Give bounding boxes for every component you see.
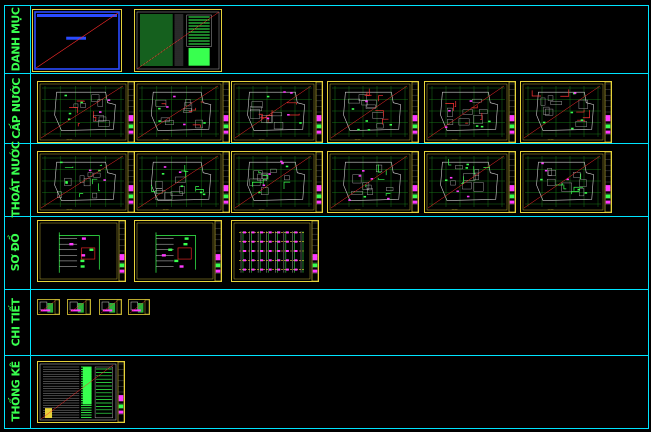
category-label-text: DANH MỤC — [9, 7, 23, 71]
sheet-thumbnail-plan: —— — [37, 151, 135, 213]
svg-text:——: —— — [355, 137, 361, 141]
svg-text:——: —— — [163, 137, 169, 141]
svg-text:——: —— — [259, 207, 265, 211]
svg-text:——: —— — [163, 207, 169, 211]
sheet-thumbnail-cover — [32, 9, 122, 72]
drawing-sheet-thong-ke-1[interactable] — [37, 361, 125, 423]
drawing-sheet-thoat-nuoc-2[interactable]: —— — [134, 151, 230, 213]
svg-text:——: —— — [66, 137, 72, 141]
drawing-sheet-cap-nuoc-3[interactable]: —— — [231, 81, 323, 143]
category-label-text: CẤP NƯỚC — [9, 77, 23, 139]
sheet-thumbnail-detail — [128, 299, 150, 315]
category-label-cap-nuoc: CẤP NƯỚC — [5, 73, 27, 143]
sheet-thumbnail-plan: —— — [37, 81, 135, 143]
drawing-sheet-thoat-nuoc-4[interactable]: —— — [327, 151, 419, 213]
svg-text:——: —— — [452, 137, 458, 141]
drawing-sheet-chi-tiet-2[interactable] — [67, 299, 91, 315]
drawing-sheet-cap-nuoc-4[interactable]: —— — [327, 81, 419, 143]
sheet-thumbnail-plan: —— — [231, 151, 323, 213]
sheet-thumbnail-detail — [37, 299, 60, 315]
sheet-thumbnail-plan: —— — [520, 81, 612, 143]
sheet-thumbnail-detail — [99, 299, 122, 315]
category-label-text: THỐNG KÊ — [9, 361, 23, 422]
category-label-danh-muc: DANH MỤC — [5, 5, 27, 73]
drawing-sheet-cap-nuoc-2[interactable]: —— — [134, 81, 230, 143]
sheet-thumbnail-detail — [67, 299, 91, 315]
category-label-text: SƠ ĐỒ — [9, 233, 23, 272]
sheet-thumbnail-plan: —— — [327, 151, 419, 213]
category-grid-frame — [4, 5, 649, 429]
sheet-thumbnail-diagram — [37, 220, 126, 282]
drawing-sheet-danh-muc-2[interactable] — [134, 9, 222, 72]
drawing-sheet-thoat-nuoc-3[interactable]: —— — [231, 151, 323, 213]
sheet-thumbnail-plan: —— — [327, 81, 419, 143]
drawing-sheet-chi-tiet-4[interactable] — [128, 299, 150, 315]
drawing-sheet-cap-nuoc-1[interactable]: —— — [37, 81, 135, 143]
drawing-sheet-thoat-nuoc-5[interactable]: —— — [424, 151, 516, 213]
category-label-thong-ke: THỐNG KÊ — [5, 355, 27, 428]
svg-text:——: —— — [66, 207, 72, 211]
drawing-sheet-cap-nuoc-5[interactable]: —— — [424, 81, 516, 143]
sheet-thumbnail-plan: —— — [520, 151, 612, 213]
category-label-thoat-nuoc: THOÁT NƯỚC — [5, 141, 27, 218]
sheet-thumbnail-plan: —— — [424, 151, 516, 213]
drawing-sheet-thoat-nuoc-6[interactable]: —— — [520, 151, 612, 213]
drawing-sheet-chi-tiet-1[interactable] — [37, 299, 60, 315]
drawing-sheet-thoat-nuoc-1[interactable]: —— — [37, 151, 135, 213]
sheet-thumbnail-plan: —— — [231, 81, 323, 143]
sheet-thumbnail-plan: —— — [424, 81, 516, 143]
sheet-thumbnail-plan: —— — [134, 81, 230, 143]
drawing-sheet-so-do-3[interactable] — [231, 220, 319, 282]
category-label-text: THOÁT NƯỚC — [9, 141, 23, 218]
svg-text:——: —— — [548, 137, 554, 141]
category-label-chi-tiet: CHI TIẾT — [5, 289, 27, 355]
svg-text:——: —— — [548, 207, 554, 211]
drawing-sheet-chi-tiet-3[interactable] — [99, 299, 122, 315]
sheet-thumbnail-diagram-wide — [231, 220, 319, 282]
sheet-thumbnail-table — [37, 361, 125, 423]
category-label-so-do: SƠ ĐỒ — [5, 216, 27, 289]
drawing-sheet-so-do-1[interactable] — [37, 220, 126, 282]
category-label-text: CHI TIẾT — [9, 298, 23, 346]
drawing-sheet-danh-muc-1[interactable] — [32, 9, 122, 72]
svg-text:——: —— — [355, 207, 361, 211]
sheet-thumbnail-index — [134, 9, 222, 72]
drawing-sheet-cap-nuoc-6[interactable]: —— — [520, 81, 612, 143]
drawing-sheet-so-do-2[interactable] — [134, 220, 222, 282]
svg-text:——: —— — [259, 137, 265, 141]
svg-text:——: —— — [452, 207, 458, 211]
sheet-thumbnail-diagram — [134, 220, 222, 282]
sheet-thumbnail-plan: —— — [134, 151, 230, 213]
